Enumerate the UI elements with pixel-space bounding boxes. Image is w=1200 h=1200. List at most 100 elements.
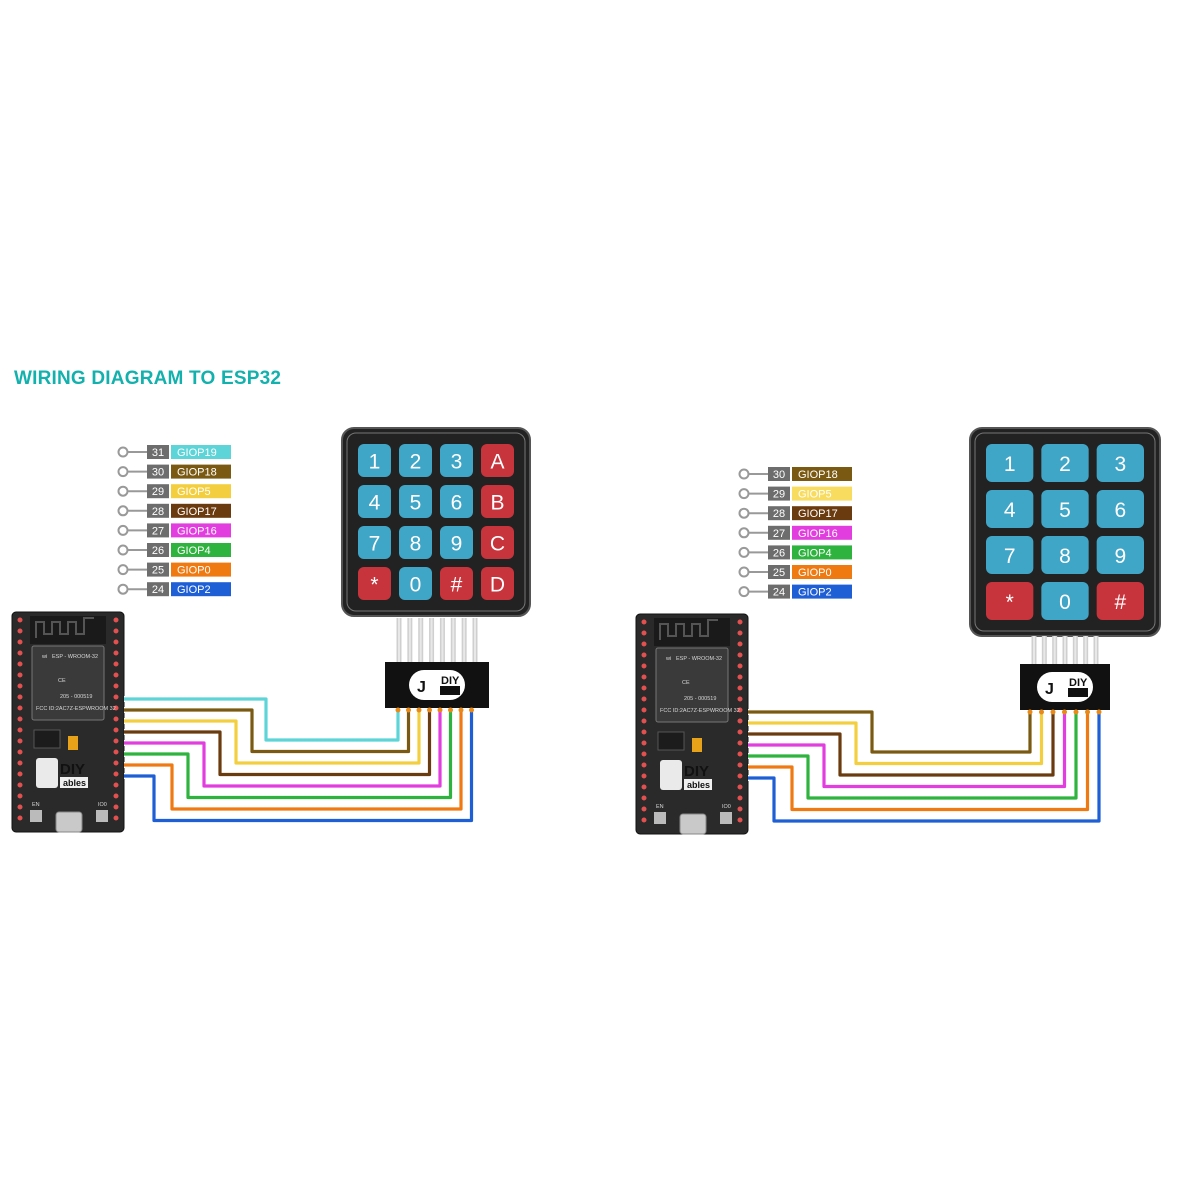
keypad-key bbox=[986, 444, 1034, 482]
keypad-key bbox=[358, 526, 391, 559]
header-pin-left bbox=[640, 772, 648, 780]
connector-pin bbox=[427, 707, 432, 713]
header-pin-right bbox=[736, 673, 744, 681]
keypad-key-label: 5 bbox=[410, 492, 422, 515]
pin-dot bbox=[117, 485, 129, 497]
wire bbox=[124, 697, 400, 742]
pin-name-badge bbox=[171, 503, 231, 518]
wire bbox=[124, 710, 432, 777]
header-pin-right bbox=[736, 662, 744, 670]
keypad-key bbox=[399, 567, 432, 600]
header-pin-left bbox=[16, 792, 24, 800]
diy-logo-mark bbox=[660, 760, 682, 790]
header-pin-left bbox=[16, 616, 24, 624]
keypad-key-label: # bbox=[1114, 591, 1126, 614]
header-pin-right bbox=[736, 695, 744, 703]
header-pin-right bbox=[112, 759, 120, 767]
pin-name-badge bbox=[792, 565, 852, 579]
pin-name: GIOP5 bbox=[798, 489, 832, 501]
keypad-key-label: 3 bbox=[451, 451, 463, 474]
keypad-key-label: 4 bbox=[369, 492, 381, 515]
pin-number: 30 bbox=[152, 467, 164, 479]
header-pin-right bbox=[112, 693, 120, 701]
connector-logo-top: DIY bbox=[1069, 677, 1088, 689]
pin-number-badge bbox=[768, 486, 790, 501]
pin-number: 30 bbox=[773, 469, 785, 481]
en-button bbox=[30, 810, 42, 822]
pin-dot bbox=[117, 505, 129, 517]
keypad-key-label: 8 bbox=[1059, 545, 1071, 568]
header-pin-left bbox=[640, 761, 648, 769]
pin-name-badge bbox=[171, 582, 231, 597]
pin-name-badge bbox=[171, 445, 231, 459]
pin-name-badge bbox=[792, 545, 852, 560]
wire bbox=[124, 710, 474, 823]
header-pin-left bbox=[640, 651, 648, 659]
board-logo-bottom: ables bbox=[63, 778, 86, 788]
pin-name: GIOP2 bbox=[798, 587, 832, 599]
io0-label: IO0 bbox=[98, 802, 107, 808]
regulator-chip bbox=[657, 731, 685, 751]
io0-label: IO0 bbox=[722, 804, 731, 810]
connector-logo-bottom: ables bbox=[1070, 690, 1088, 697]
pin-number-badge bbox=[768, 584, 790, 599]
keypad-key-label: D bbox=[490, 574, 505, 597]
pin-name: GIOP5 bbox=[177, 486, 211, 498]
keypad-key-label: 2 bbox=[1059, 453, 1071, 476]
pin-dot bbox=[738, 507, 750, 519]
pin-number: 29 bbox=[152, 486, 164, 498]
pin-number: 25 bbox=[152, 565, 164, 577]
header-pin-right bbox=[112, 682, 120, 690]
header-pin-right bbox=[736, 684, 744, 692]
keypad-key bbox=[1096, 536, 1144, 574]
header-pin-right bbox=[112, 671, 120, 679]
connector-logo-top: DIY bbox=[441, 675, 460, 687]
pin-dot bbox=[738, 488, 750, 500]
keypad-key bbox=[399, 526, 432, 559]
pin-name-badge bbox=[171, 464, 231, 479]
capacitor bbox=[68, 736, 78, 750]
pin-number-badge bbox=[147, 464, 169, 479]
keypad-key bbox=[440, 567, 473, 600]
header-pin-left bbox=[16, 759, 24, 767]
header-pin-right bbox=[736, 651, 744, 659]
keypad-key bbox=[481, 567, 514, 600]
pin-number-badge bbox=[768, 525, 790, 540]
keypad-key-label: 5 bbox=[1059, 499, 1071, 522]
header-pin-left bbox=[640, 618, 648, 626]
keypad-key bbox=[358, 444, 391, 477]
wifi-logo: wi bbox=[41, 654, 47, 660]
pin-number-badge bbox=[768, 545, 790, 560]
header-pin-right bbox=[112, 814, 120, 822]
keypad-bezel bbox=[346, 432, 526, 612]
pin-name: GIOP18 bbox=[798, 469, 838, 481]
header-pin-left bbox=[640, 783, 648, 791]
connector-logo-mark: J bbox=[417, 679, 426, 696]
pin-number: 25 bbox=[773, 567, 785, 579]
esp32-board bbox=[635, 613, 749, 835]
keypad-key bbox=[1041, 490, 1089, 528]
pin-number: 27 bbox=[152, 525, 164, 537]
pin-number-badge bbox=[147, 503, 169, 518]
header-pin-left bbox=[16, 715, 24, 723]
connector-logo-bar bbox=[440, 686, 460, 695]
connector-pin bbox=[1085, 709, 1090, 715]
pin-name-badge bbox=[792, 506, 852, 521]
wire bbox=[748, 712, 1101, 823]
connector-logo-bottom: ables bbox=[442, 688, 460, 695]
pin-dot bbox=[738, 586, 750, 598]
antenna-trace bbox=[659, 619, 718, 640]
connector-pin bbox=[437, 707, 443, 713]
keypad-key bbox=[358, 485, 391, 518]
connector-pin bbox=[1027, 709, 1033, 715]
wire bbox=[124, 708, 411, 754]
